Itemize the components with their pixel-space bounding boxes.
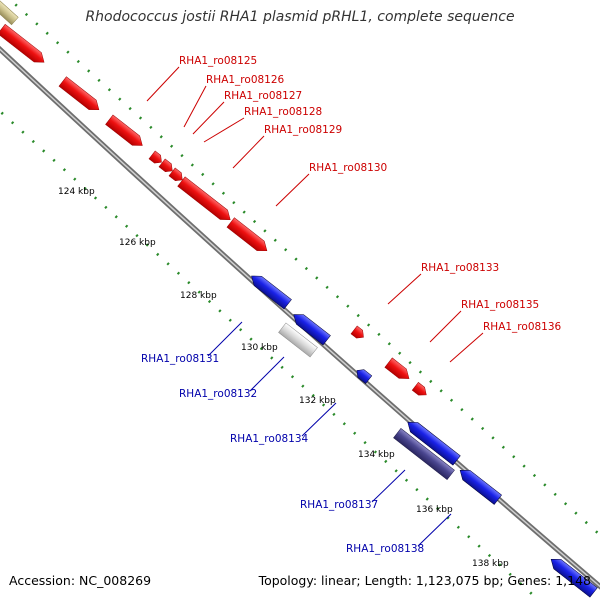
gene-feature-ro08133[interactable] [350, 325, 367, 341]
tick-labels: 124 kbp 126 kbp 128 kbp 130 kbp 132 kbp 134 k… [58, 187, 509, 569]
leader-line-forward [275, 173, 310, 207]
gene-label-forward[interactable]: RHA1_ro08127 [224, 90, 302, 102]
gene-feature-top[interactable] [0, 0, 19, 26]
tick-label: 128 kbp [180, 291, 217, 301]
leader-line-forward [146, 66, 180, 102]
gene-feature-ro08138[interactable] [456, 465, 502, 505]
leader-line-forward [449, 332, 484, 363]
gene-label-forward[interactable]: RHA1_ro08136 [483, 321, 562, 333]
accession-text: Accession: NC_008269 [9, 573, 152, 588]
gene-label-reverse[interactable]: RHA1_ro08138 [346, 543, 424, 555]
gene-labels: RHA1_ro08125RHA1_ro08126RHA1_ro08127RHA1… [141, 55, 562, 555]
gene-label-reverse[interactable]: RHA1_ro08137 [300, 499, 378, 511]
leader-line-forward [183, 85, 207, 128]
gene-label-reverse[interactable]: RHA1_ro08134 [230, 433, 309, 445]
tick-label: 124 kbp [58, 187, 95, 197]
gene-feature-ro08128[interactable] [158, 158, 175, 175]
gene-label-forward[interactable]: RHA1_ro08125 [179, 55, 257, 67]
tick-label: 138 kbp [472, 559, 509, 569]
gene-feature-red-b[interactable] [226, 217, 271, 256]
tick-label: 132 kbp [299, 396, 336, 406]
guide-outer-lower [0, 109, 541, 600]
gene-label-forward[interactable]: RHA1_ro08126 [206, 74, 285, 86]
gene-feature-pseudo[interactable] [278, 322, 318, 358]
leader-line-reverse [301, 402, 337, 437]
gene-feature-ro08125[interactable] [58, 76, 103, 115]
tick-label: 126 kbp [119, 238, 156, 248]
leader-line-forward [429, 310, 462, 343]
gene-feature-ro08134[interactable] [354, 367, 373, 384]
gene-feature-ro08129[interactable] [168, 167, 185, 184]
gene-feature-ro08137[interactable] [393, 427, 455, 481]
leader-line-forward [387, 273, 422, 305]
gene-feature-ro08131[interactable] [248, 271, 292, 310]
leader-line-reverse [417, 513, 452, 547]
leader-line-reverse [249, 356, 285, 392]
gene-label-reverse[interactable]: RHA1_ro08132 [179, 388, 257, 400]
gene-feature-ro08135[interactable] [384, 357, 413, 383]
leader-line-forward [232, 135, 265, 169]
gene-label-forward[interactable]: RHA1_ro08133 [421, 262, 499, 274]
gene-feature-ro08126[interactable] [105, 114, 146, 150]
gene-feature-ro08127[interactable] [148, 150, 165, 166]
tick-label: 130 kbp [241, 343, 278, 353]
leader-line-forward [203, 117, 245, 143]
gene-label-forward[interactable]: RHA1_ro08128 [244, 106, 322, 118]
map-title: Rhodococcus jostii RHA1 plasmid pRHL1, c… [85, 9, 515, 25]
guide-outer-upper [8, 0, 600, 536]
tick-label: 136 kbp [416, 505, 453, 515]
leader-line-reverse [207, 321, 243, 357]
label-leaders [146, 66, 484, 547]
gene-feature-blue-a[interactable] [404, 418, 461, 466]
gene-feature-ro08136[interactable] [411, 382, 429, 398]
leader-line-reverse [371, 469, 406, 503]
gene-feature-ro08132[interactable] [290, 310, 331, 346]
gene-feature-red-a[interactable] [0, 23, 48, 67]
gene-feature-blue-b[interactable] [547, 554, 598, 598]
gene-label-forward[interactable]: RHA1_ro08129 [264, 124, 342, 136]
gene-feature-ro08130[interactable] [177, 176, 234, 225]
gene-label-reverse[interactable]: RHA1_ro08131 [141, 353, 219, 365]
gene-label-forward[interactable]: RHA1_ro08130 [309, 162, 387, 174]
leader-line-forward [192, 101, 225, 135]
tick-label: 134 kbp [358, 450, 395, 460]
sequence-summary: Topology: linear; Length: 1,123,075 bp; … [258, 573, 591, 588]
gene-label-forward[interactable]: RHA1_ro08135 [461, 299, 539, 311]
